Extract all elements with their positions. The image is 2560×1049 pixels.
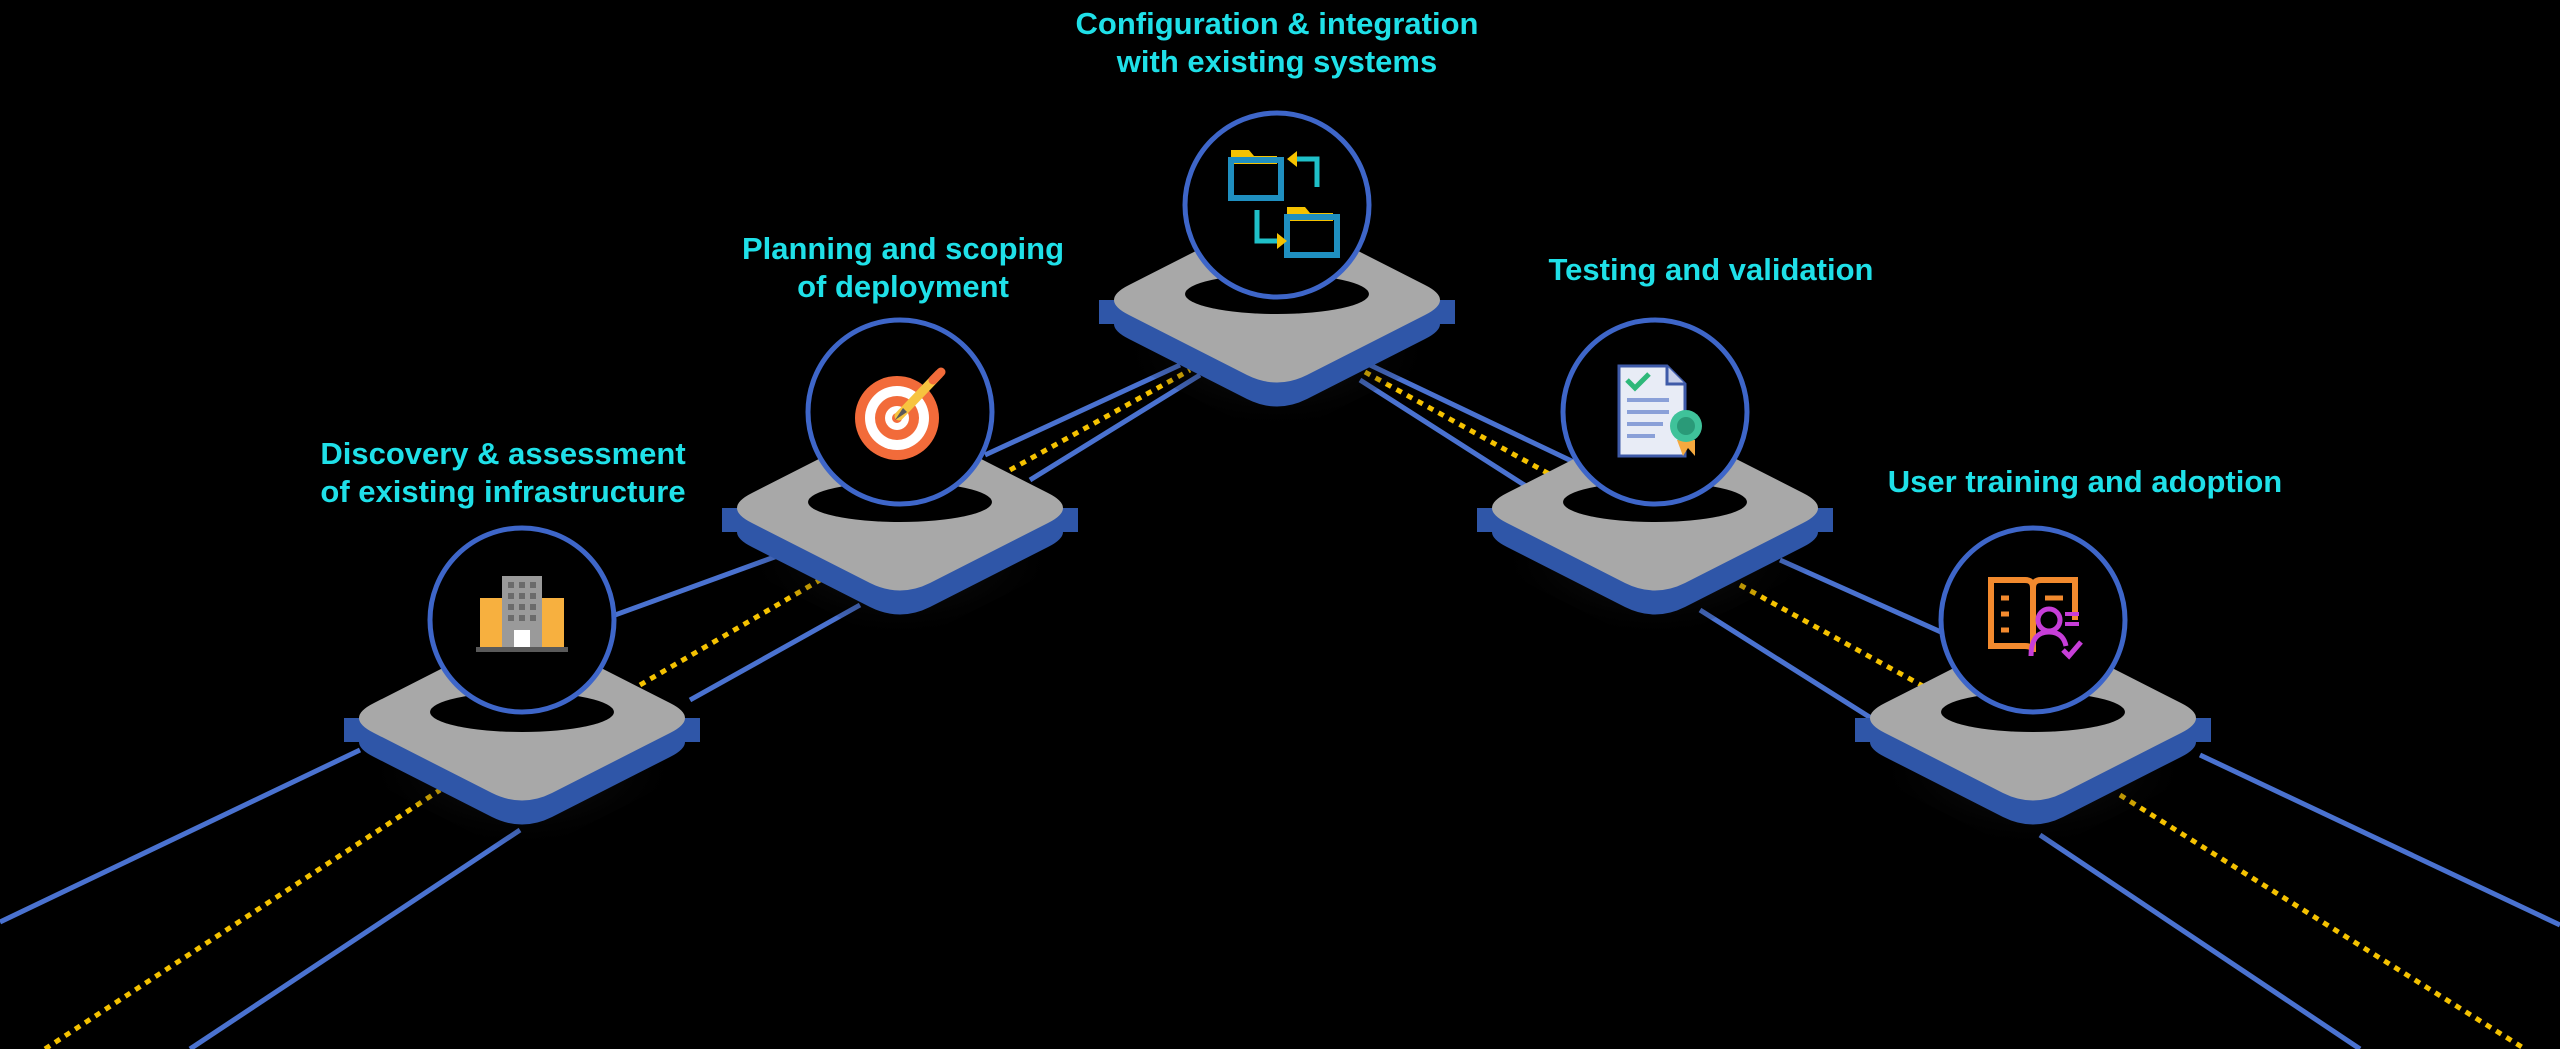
platforms [344,110,2211,851]
certificate-document-icon [1617,364,1702,458]
rail [2198,752,2560,928]
target-icon [855,367,946,460]
step-label-planning: Planning and scoping of deployment [742,230,1064,306]
step-label-line: Configuration & integration [1075,6,1479,41]
platform-testing [1477,317,1833,641]
platform-training [1855,525,2211,851]
dotted-rail [1738,582,1932,693]
rail [688,602,862,703]
step-label-discovery: Discovery & assessment of existing infra… [320,435,685,511]
dotted-rail [1363,369,1562,483]
step-label-testing: Testing and validation [1549,251,1874,289]
step-circle [1182,110,1372,300]
office-building-icon [476,576,568,652]
rail [2038,832,2362,1049]
step-label-line: of deployment [797,269,1009,304]
step-label-line: User training and adoption [1887,464,2283,499]
rail [1368,362,1582,468]
dotted-rail [2118,792,2527,1049]
rail [1028,372,1202,483]
step-label-line: Planning and scoping [741,231,1065,266]
step-label-configuration: Configuration & integration with existin… [1076,5,1479,81]
dotted-rail [638,577,822,688]
connection-rails [0,362,2560,1049]
rail [188,827,522,1049]
rail [983,362,1182,458]
icons [476,150,2083,660]
rail [0,747,362,925]
step-label-line: Testing and validation [1548,252,1874,287]
folder-exchange-icon [1228,150,1340,258]
rail [1358,377,1542,498]
platform-planning [722,317,1078,641]
step-label-line: of existing infrastructure [320,474,686,509]
rail [1778,557,1972,648]
dotted-rail [1008,367,1192,473]
rail [1698,607,1892,733]
step-label-line: with existing systems [1116,44,1438,79]
step-label-line: Discovery & assessment [320,436,686,471]
step-label-training: User training and adoption [1888,463,2282,501]
book-user-icon [1988,577,2083,660]
